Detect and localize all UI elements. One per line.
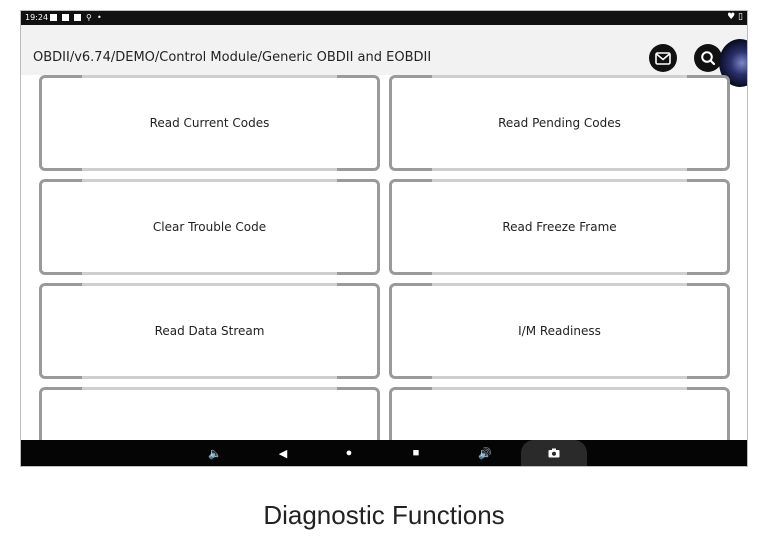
camera-icon[interactable] — [544, 440, 564, 466]
notification-icon — [50, 14, 57, 21]
function-tile-read-data-stream[interactable]: Read Data Stream — [39, 283, 380, 379]
home-icon[interactable]: ● — [345, 447, 353, 459]
function-tile-clear-trouble-code[interactable]: Clear Trouble Code — [39, 179, 380, 275]
function-tile-read-current-codes[interactable]: Read Current Codes — [39, 75, 380, 171]
recents-icon[interactable]: ■ — [412, 447, 420, 459]
breadcrumb: OBDII/v6.74/DEMO/Control Module/Generic … — [33, 50, 432, 65]
usb-icon: ⚲ — [86, 13, 92, 22]
dot-icon: • — [97, 13, 102, 22]
notification-icon — [62, 14, 69, 21]
back-icon[interactable]: ◀ — [278, 447, 288, 460]
wifi-battery-icon: ♥ ▯ — [727, 12, 743, 22]
mail-icon — [655, 51, 671, 65]
navigation-bar: 🔈 ◀ ● ■ 🔊 — [21, 440, 747, 466]
notification-icon — [74, 14, 81, 21]
volume-down-icon[interactable]: 🔈 — [208, 447, 222, 460]
title-bar: OBDII/v6.74/DEMO/Control Module/Generic … — [21, 25, 747, 87]
camera-glyph — [548, 448, 560, 458]
function-tile-read-pending-codes[interactable]: Read Pending Codes — [389, 75, 730, 171]
function-tile-im-readiness[interactable]: I/M Readiness — [389, 283, 730, 379]
status-time: 19:24 — [25, 13, 49, 22]
volume-up-icon[interactable]: 🔊 — [478, 447, 492, 460]
search-button[interactable] — [694, 44, 722, 72]
status-bar: 19:24 ⚲ • ♥ ▯ — [21, 11, 747, 25]
mail-button[interactable] — [649, 44, 677, 72]
tablet-screen: 19:24 ⚲ • ♥ ▯ OBDII/v6.74/DEMO/Control M… — [20, 10, 748, 467]
figure-caption: Diagnostic Functions — [263, 500, 505, 530]
search-icon — [701, 51, 716, 66]
function-tile-read-freeze-frame[interactable]: Read Freeze Frame — [389, 179, 730, 275]
